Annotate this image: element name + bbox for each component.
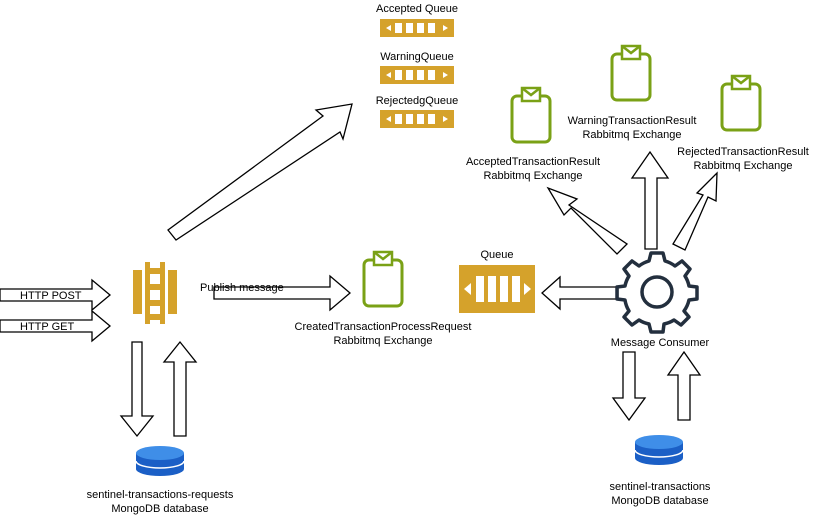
accepted-exchange-type: Rabbitmq Exchange [483, 170, 582, 182]
publish-message-label: Publish message [200, 282, 284, 294]
rejected-exchange-type: Rabbitmq Exchange [693, 160, 792, 172]
accepted-queue-label: Accepted Queue [376, 3, 458, 15]
created-exchange-type: Rabbitmq Exchange [333, 335, 432, 347]
transactions-db-name: sentinel-transactions [610, 481, 711, 493]
accepted-exchange-name: AcceptedTransactionResult [466, 156, 600, 168]
arrow-consumer-to-accepted [546, 186, 629, 255]
arrow-consumer-to-db [611, 351, 647, 422]
arrow-gateway-to-queues [167, 103, 353, 241]
arrow-db-to-gateway [162, 340, 198, 437]
http-post-arrow: HTTP POST [0, 278, 112, 312]
warning-queue-label: WarningQueue [380, 51, 454, 63]
arrow-consumer-to-rejected [672, 171, 718, 251]
requests-db-name: sentinel-transactions-requests [87, 489, 234, 501]
arrow-consumer-to-warning [630, 150, 670, 250]
http-post-label: HTTP POST [20, 290, 82, 302]
rejected-queue-label: RejectedgQueue [376, 95, 459, 107]
rejected-exchange-name: RejectedTransactionResult [677, 146, 809, 158]
exchange-icon [510, 86, 552, 144]
warning-exchange: WarningTransactionResult Rabbitmq Exchan… [568, 44, 697, 141]
arrow-gateway-to-db [119, 341, 155, 438]
arrow-consumer-to-queue [541, 275, 619, 311]
requests-database: sentinel-transactions-requests MongoDB d… [87, 445, 234, 515]
database-icon [135, 445, 185, 477]
database-icon [634, 434, 684, 466]
exchange-icon [362, 250, 404, 308]
warning-exchange-name: WarningTransactionResult [568, 115, 697, 127]
queue-icon [380, 66, 454, 84]
publish-message-arrow: Publish message [200, 274, 352, 312]
queue-icon [380, 110, 454, 128]
warning-exchange-type: Rabbitmq Exchange [582, 129, 681, 141]
warning-queue: WarningQueue [380, 51, 454, 84]
created-exchange: CreatedTransactionProcessRequest Rabbitm… [295, 250, 472, 347]
transactions-database: sentinel-transactions MongoDB database [610, 434, 711, 507]
created-exchange-name: CreatedTransactionProcessRequest [295, 321, 472, 333]
http-get-arrow: HTTP GET [0, 309, 112, 343]
message-consumer: Message Consumer [611, 251, 710, 349]
exchange-icon [720, 74, 762, 132]
exchange-icon [610, 44, 652, 102]
transactions-db-type: MongoDB database [611, 495, 708, 507]
rejected-exchange: RejectedTransactionResult Rabbitmq Excha… [677, 74, 809, 172]
main-queue-label: Queue [480, 249, 513, 261]
accepted-queue: Accepted Queue [376, 3, 458, 37]
requests-db-type: MongoDB database [111, 503, 208, 515]
gear-icon [615, 251, 699, 334]
consumer-label: Message Consumer [611, 337, 710, 349]
arrow-db-to-consumer [666, 350, 702, 421]
api-gateway-icon [133, 262, 177, 324]
queue-icon [459, 265, 535, 313]
main-queue: Queue [459, 249, 535, 313]
queue-icon [380, 19, 454, 37]
http-get-label: HTTP GET [20, 321, 74, 333]
rejected-queue: RejectedgQueue [376, 95, 459, 128]
accepted-exchange: AcceptedTransactionResult Rabbitmq Excha… [466, 86, 600, 182]
